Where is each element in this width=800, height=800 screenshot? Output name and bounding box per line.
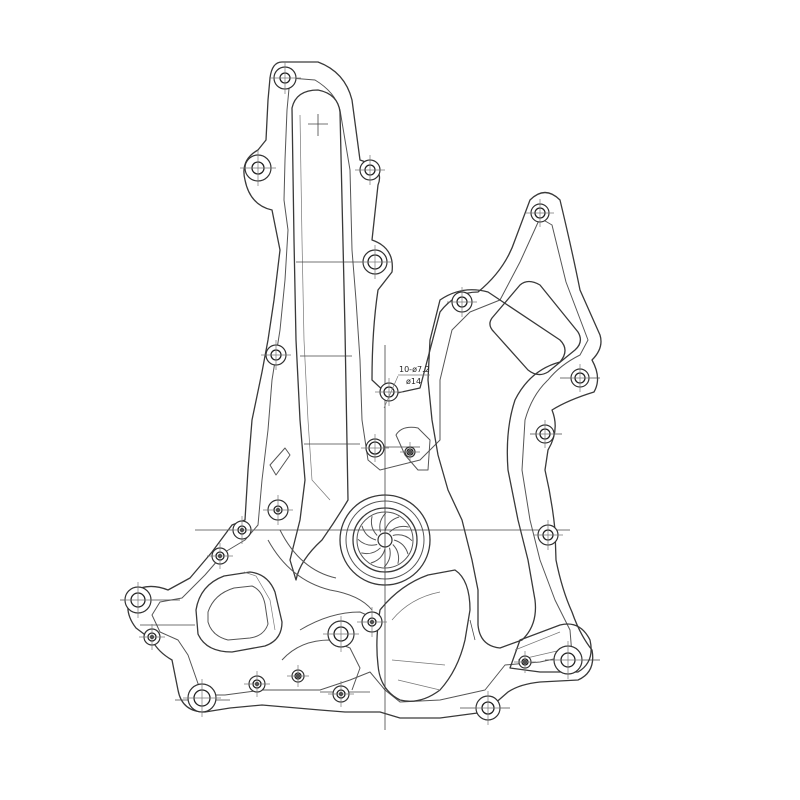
impeller-vane	[393, 539, 409, 555]
boss-centerline	[269, 62, 301, 94]
impeller-vane	[370, 516, 378, 536]
pocket-rim	[243, 571, 276, 631]
boss-centerline	[139, 624, 165, 650]
bolt-boss	[471, 691, 505, 725]
right-rect-pocket	[489, 280, 582, 376]
bolt-boss	[549, 641, 587, 679]
left-coolant-channel	[289, 89, 349, 581]
boss-centerline	[240, 150, 276, 186]
small-pocket	[395, 426, 431, 471]
housing-inner-outline	[151, 77, 589, 703]
impeller-vane	[392, 544, 400, 564]
boss-centerline	[361, 434, 389, 462]
impeller-vane	[361, 547, 381, 555]
right-lower-bracket	[509, 623, 592, 673]
boss-centerline	[228, 516, 256, 544]
bolt-boss	[287, 665, 309, 687]
boss-centerline	[207, 543, 233, 569]
bolt-boss	[531, 420, 559, 448]
bolt-boss	[207, 543, 233, 569]
left-channel-inner	[299, 114, 331, 501]
left-lower-pocket-inner	[207, 585, 269, 641]
bolt-boss	[566, 364, 594, 392]
boss-centerline	[355, 155, 385, 185]
boss-centerline	[244, 671, 270, 697]
bolt-boss	[361, 434, 389, 462]
bolt-boss	[355, 155, 385, 185]
impeller-vane	[389, 525, 409, 533]
annotation-line1: 10-ø7.2	[399, 365, 430, 374]
impeller-vane	[357, 538, 378, 546]
impeller-vane	[361, 525, 377, 541]
impeller-vane	[384, 516, 400, 532]
boss-centerline	[263, 495, 293, 525]
boss-centerline	[261, 340, 291, 370]
bolt-boss	[183, 679, 221, 717]
left-slot	[269, 447, 291, 476]
bolt-boss	[358, 245, 392, 279]
bolt-boss	[375, 378, 403, 406]
impeller-vane	[383, 547, 391, 568]
bolt-boss	[244, 671, 270, 697]
volute-channel	[376, 569, 471, 702]
curved-rib	[267, 529, 379, 631]
bolt-boss	[323, 616, 359, 652]
bolt-boss	[263, 495, 293, 525]
boss-centerline	[375, 378, 403, 406]
boss-centerline	[471, 691, 505, 725]
impeller-vanes	[357, 512, 413, 568]
left-lower-pocket	[195, 571, 283, 653]
impeller-vane	[392, 534, 413, 542]
boss-centerline	[526, 199, 554, 227]
boss-centerline	[531, 420, 559, 448]
bolt-boss	[447, 287, 477, 317]
bolt-boss	[228, 516, 256, 544]
volute-inner	[391, 591, 446, 691]
bolt-boss	[120, 582, 156, 618]
boss-centerline	[328, 681, 354, 707]
boss-centerline	[447, 287, 477, 317]
boss-centerline	[183, 679, 221, 717]
annotation-line2: ø14	[406, 377, 421, 386]
boss-centerline	[514, 651, 536, 673]
bolt-boss	[526, 199, 554, 227]
boss-centerline	[323, 616, 359, 652]
bolt-boss	[269, 62, 301, 94]
lower-rib	[281, 639, 361, 691]
bolt-boss	[240, 150, 276, 186]
impeller-vane	[379, 512, 387, 533]
boss-centerline	[287, 665, 309, 687]
hole-annotation: 10-ø7.2 ø14	[383, 365, 430, 409]
bolt-boss	[533, 520, 563, 550]
right-coolant-channel	[427, 289, 566, 649]
boss-centerline	[357, 607, 387, 637]
impeller-vane	[370, 548, 386, 564]
bolt-boss	[328, 681, 354, 707]
bolt-boss	[261, 340, 291, 370]
boss-centerline	[120, 582, 156, 618]
boss-centerline	[549, 641, 587, 679]
boss-centerline	[533, 520, 563, 550]
boss-centerline	[358, 245, 392, 279]
bolt-bosses	[120, 62, 594, 725]
bolt-boss	[514, 651, 536, 673]
boss-centerline	[400, 442, 420, 462]
bolt-boss	[400, 442, 420, 462]
bolt-boss	[357, 607, 387, 637]
bolt-boss	[139, 624, 165, 650]
boss-centerline	[566, 364, 594, 392]
